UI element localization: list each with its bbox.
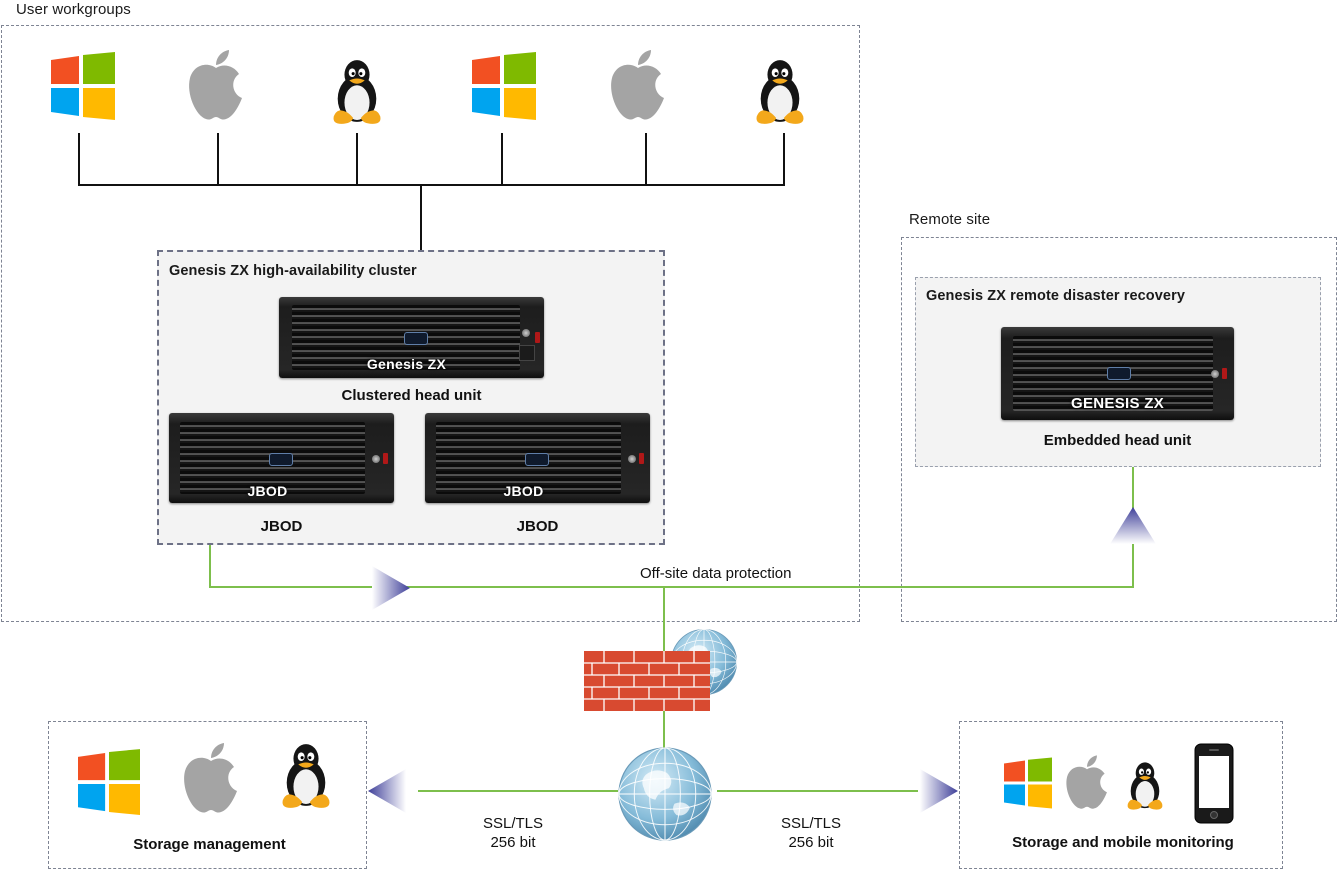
linux-icon (1125, 762, 1165, 810)
internet-globe-icon (617, 746, 713, 842)
storage-management-box (48, 721, 367, 869)
apple-icon (1064, 755, 1110, 811)
jbod-1-label: JBOD (260, 518, 303, 535)
embedded-head-unit: GENESIS ZX (1001, 327, 1234, 420)
head-unit-face-text: Genesis ZX (366, 356, 447, 372)
firewall-icon (584, 651, 710, 711)
smartphone-icon (1194, 743, 1234, 824)
remote-site-box (901, 237, 1337, 622)
jbod-2-label: JBOD (516, 518, 559, 535)
offsite-label: Off-site data protection (640, 565, 792, 582)
arrow-up-triangle (1110, 507, 1156, 544)
clustered-head-unit: Genesis ZX (279, 297, 544, 378)
apple-icon (181, 743, 241, 815)
jbod-unit-2: JBOD (425, 413, 650, 503)
ssl-right-line1: SSL/TLS (780, 815, 842, 832)
jbod-1-face-text: JBOD (247, 483, 288, 499)
arrow-left-triangle (368, 769, 406, 813)
arrow-right-triangle-monitor (920, 769, 958, 813)
storage-management-label: Storage management (133, 836, 286, 853)
windows-icon (78, 749, 140, 815)
ssl-right-line2: 256 bit (788, 834, 834, 851)
user-workgroups-title: User workgroups (16, 1, 131, 18)
embedded-unit-face-text: GENESIS ZX (1070, 395, 1165, 412)
linux-icon (279, 744, 333, 808)
monitoring-box (959, 721, 1283, 869)
jbod-unit-1: JBOD (169, 413, 394, 503)
clustered-head-unit-label: Clustered head unit (341, 387, 482, 404)
remote-dr-title: Genesis ZX remote disaster recovery (926, 288, 1185, 304)
remote-site-title: Remote site (909, 211, 991, 228)
embedded-head-unit-label: Embedded head unit (1043, 432, 1192, 449)
ssl-left-line2: 256 bit (490, 834, 536, 851)
ssl-left-line1: SSL/TLS (482, 815, 544, 832)
user-workgroups-box (1, 25, 860, 622)
windows-icon (1004, 757, 1052, 809)
jbod-2-face-text: JBOD (503, 483, 544, 499)
monitoring-label: Storage and mobile monitoring (1012, 834, 1234, 851)
arrow-right-triangle (372, 566, 410, 610)
cluster-title: Genesis ZX high-availability cluster (169, 263, 417, 279)
